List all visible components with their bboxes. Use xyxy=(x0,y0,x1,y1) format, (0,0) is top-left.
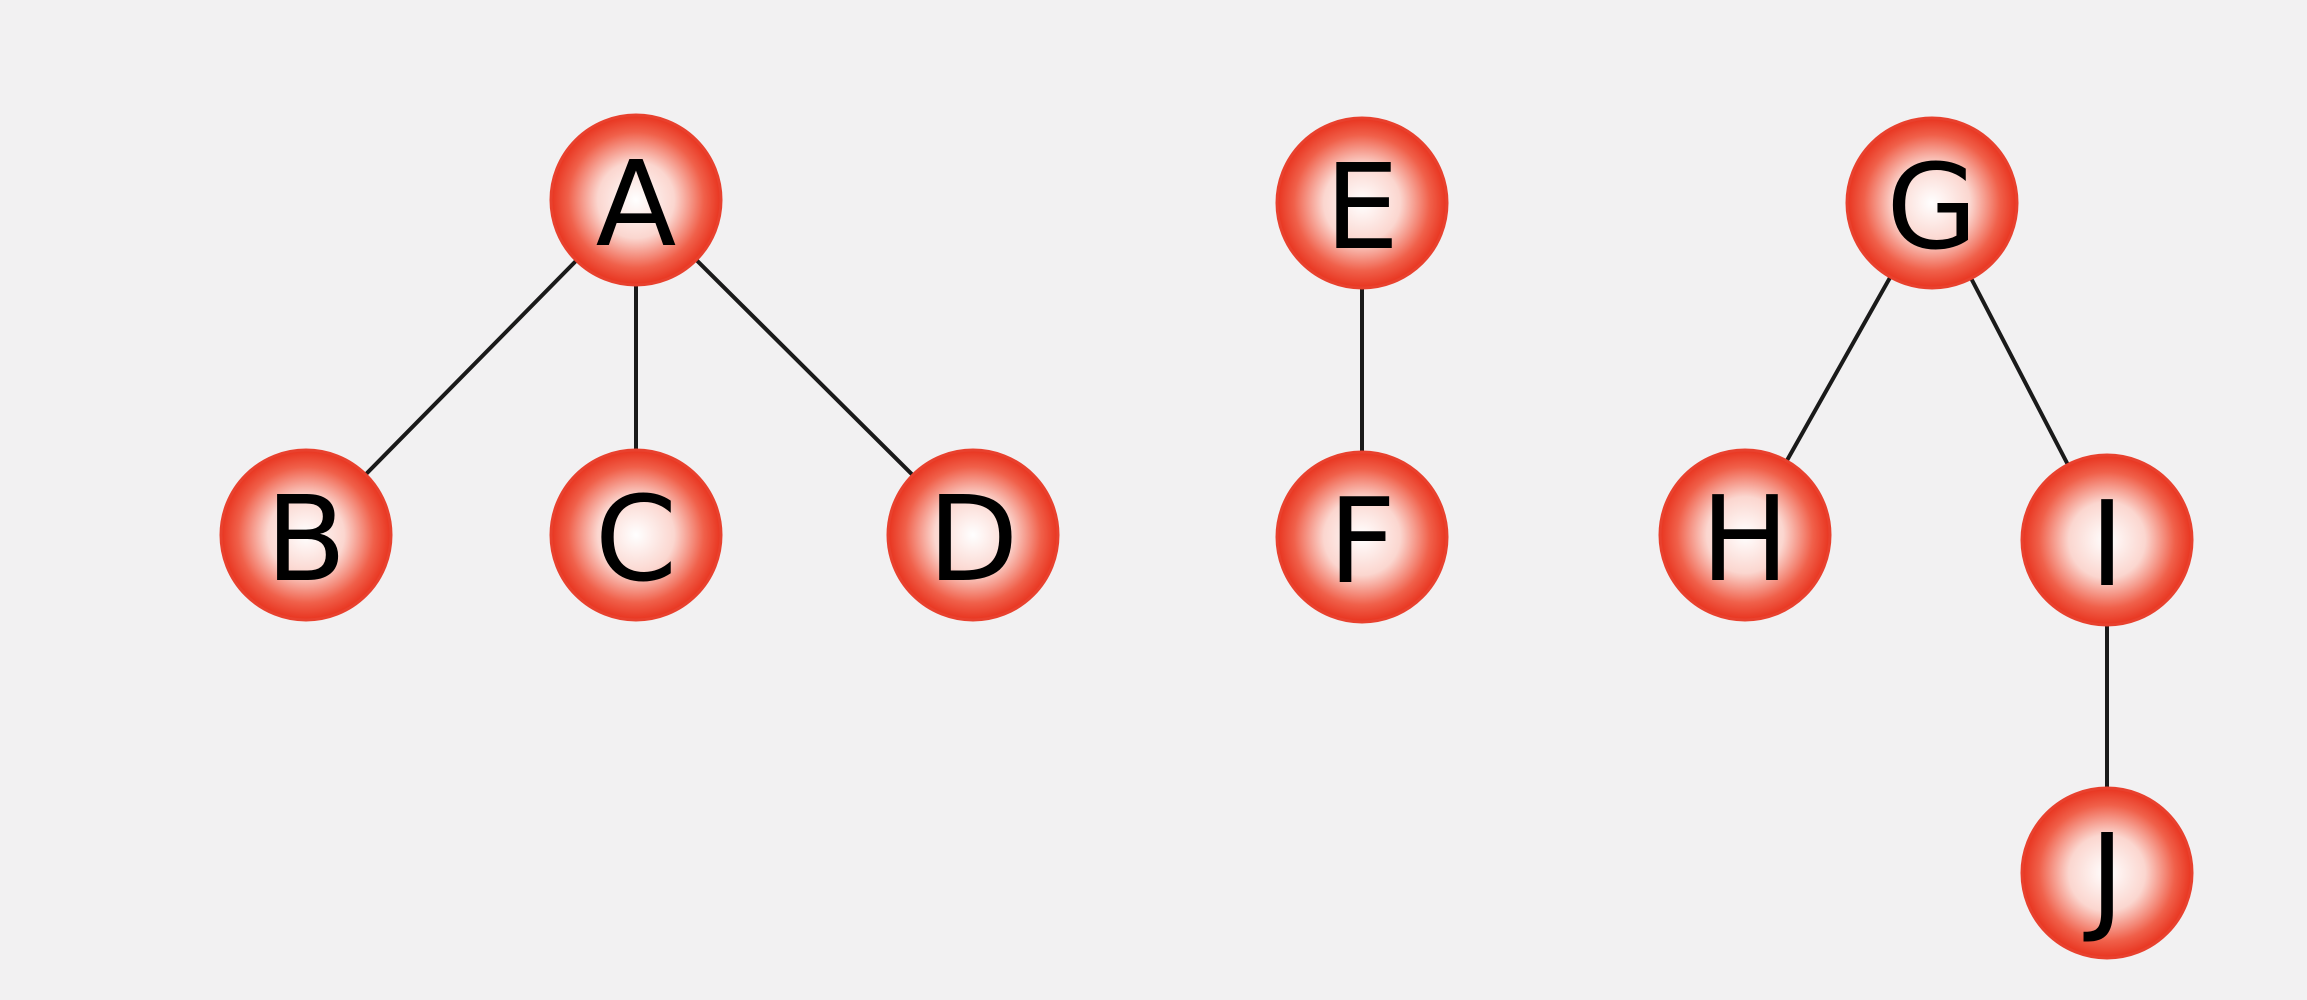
node-circle-b xyxy=(219,448,393,622)
node-label-j: J xyxy=(2083,808,2125,946)
node-label-a: A xyxy=(596,135,677,273)
node-circle-a xyxy=(549,113,723,287)
nodes-layer: A B C D E F G H I J xyxy=(219,113,2194,960)
node-label-b: B xyxy=(266,470,347,608)
node-circle-i xyxy=(2020,453,2194,627)
edge-a-d xyxy=(690,253,919,482)
node-circle-h xyxy=(1658,448,1832,622)
node-label-f: F xyxy=(1328,472,1396,610)
node-circle-j xyxy=(2020,786,2194,960)
node-f: F xyxy=(1275,450,1449,624)
node-i: I xyxy=(2020,453,2194,627)
node-j: J xyxy=(2020,786,2194,960)
node-h: H xyxy=(1658,448,1832,622)
node-g: G xyxy=(1845,116,2019,290)
node-circle-d xyxy=(886,448,1060,622)
node-label-c: C xyxy=(595,470,677,608)
node-label-h: H xyxy=(1701,470,1790,608)
node-c: C xyxy=(549,448,723,622)
edge-a-b xyxy=(359,254,583,481)
node-circle-c xyxy=(549,448,723,622)
node-d: D xyxy=(886,448,1060,622)
node-e: E xyxy=(1275,116,1449,290)
node-b: B xyxy=(219,448,393,622)
node-label-e: E xyxy=(1325,138,1400,276)
node-a: A xyxy=(549,113,723,287)
edge-g-h xyxy=(1781,269,1896,469)
edges-layer xyxy=(359,253,2109,796)
node-circle-g xyxy=(1845,116,2019,290)
node-circle-e xyxy=(1275,116,1449,290)
node-label-d: D xyxy=(928,470,1019,608)
node-label-g: G xyxy=(1886,138,1977,276)
edge-g-i xyxy=(1966,271,2073,472)
node-circle-f xyxy=(1275,450,1449,624)
node-label-i: I xyxy=(2090,475,2125,613)
